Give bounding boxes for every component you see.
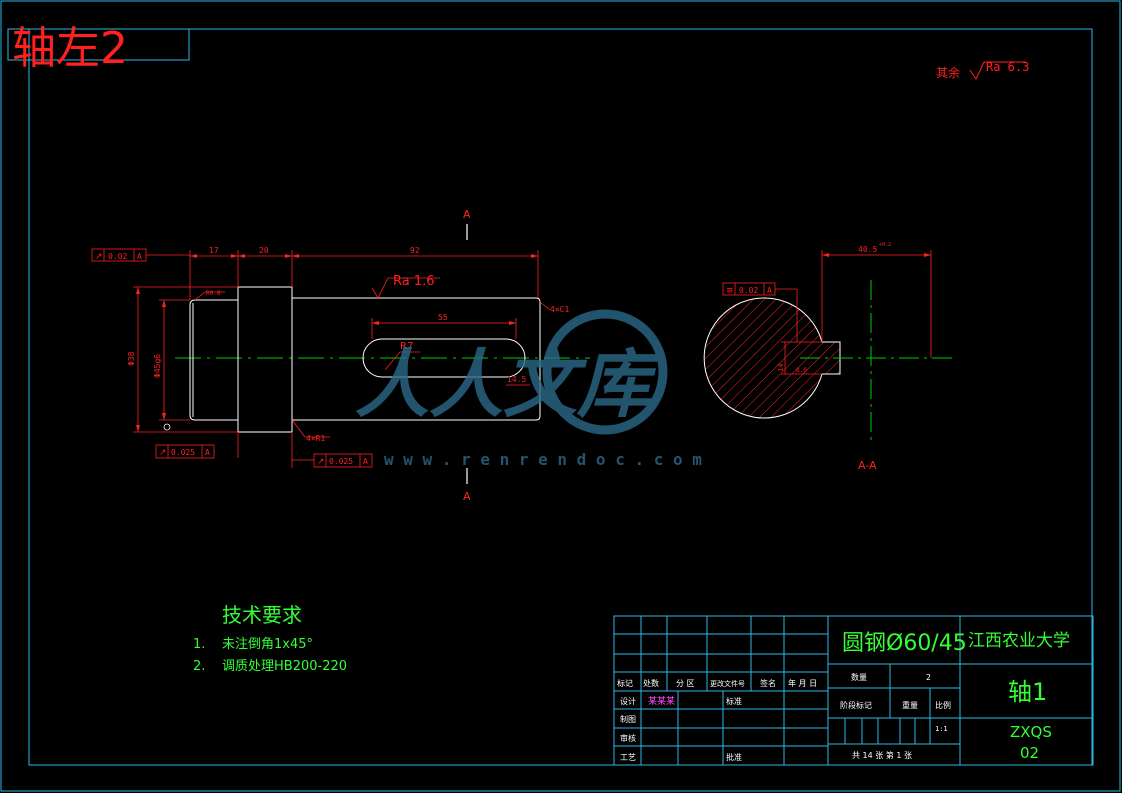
watermark: 人人文库 w w w . r e n r e n d o c . c o m — [355, 309, 702, 469]
tolerance-frame-3: ↗ 0.025 A — [292, 453, 373, 468]
tb-header-6: 年 月 日 — [788, 678, 817, 688]
section-dim-top-tol: +0.2 — [879, 242, 891, 248]
front-dimension-lines — [133, 250, 551, 468]
tb-header-4: 更改文件号 — [710, 679, 745, 688]
tb-header-5: 签名 — [760, 678, 776, 688]
watermark-logo-icon — [542, 309, 668, 435]
shaft-outline — [189, 286, 541, 433]
tb-approve-label: 批准 — [726, 752, 742, 762]
symmetry-icon: ≡ — [726, 286, 734, 296]
tb-qty-label: 数量 — [851, 672, 867, 682]
tb-university: 江西农业大学 — [968, 631, 1070, 651]
tb-header-3: 分 区 — [676, 679, 695, 688]
tb-drawing-no-2: 02 — [1020, 744, 1039, 762]
tech-requirements: 技术要求 1. 未注倒角1x45° 2. 调质处理HB200-220 — [193, 603, 347, 674]
runout-icon: ↗ — [95, 252, 103, 262]
watermark-url: w w w . r e n r e n d o c . c o m — [384, 450, 702, 469]
tb-sheets: 共 14 张 第 1 张 — [852, 750, 912, 760]
section-view: 40.5 +0.2 14 8.0 ≡ 0.02 A A-A — [703, 242, 955, 472]
note-fillet: 4×R1 — [306, 434, 325, 443]
note-r7: R7 — [400, 341, 413, 352]
symmetry-tolerance-frame: ≡ 0.02 A — [722, 282, 776, 296]
note-roughness: Ra 1.6 — [393, 274, 435, 289]
datum-target-icon — [163, 423, 171, 431]
tech-item-num-2: 2. — [193, 659, 205, 674]
svg-text:0.025: 0.025 — [171, 448, 195, 457]
tb-header-1: 标记 — [617, 678, 633, 688]
section-hatched-area — [703, 297, 841, 419]
tb-process-label: 工艺 — [620, 753, 636, 762]
tb-scale-value: 1:1 — [935, 725, 948, 733]
dim-diameter-45: Φ45g6 — [153, 354, 162, 378]
note-chamfer: 4×C1 — [550, 305, 569, 314]
tb-scale-label: 比例 — [935, 700, 951, 710]
tb-review-label: 审核 — [620, 733, 636, 743]
section-key-width: 14 — [777, 364, 785, 372]
sheet-inner-frame — [28, 28, 1093, 766]
tb-drawing-no-1: ZXQS — [1010, 723, 1052, 741]
dim-key-offset: 14.5 — [507, 375, 526, 384]
watermark-text: 人人文库 — [355, 342, 663, 428]
tb-qty-value: 2 — [926, 673, 931, 682]
dim-55: 55 — [438, 313, 448, 322]
svg-text:A: A — [363, 457, 368, 466]
tech-item-num-1: 1. — [193, 637, 205, 652]
dimension-arrows — [136, 254, 538, 432]
tb-weight-label: 重量 — [902, 700, 918, 710]
tb-stage-label: 阶段标记 — [840, 700, 872, 710]
svg-text:A: A — [137, 252, 142, 261]
tech-item-text-2: 调质处理HB200-220 — [222, 659, 347, 674]
roughness-symbol-icon — [969, 61, 1026, 81]
tb-designer: 某某某 — [648, 696, 675, 707]
dim-17: 17 — [209, 246, 219, 255]
tb-part-name: 轴1 — [1008, 678, 1047, 706]
note-small-radius: R0.8 — [206, 290, 221, 297]
tb-standard-label: 标准 — [726, 696, 742, 706]
runout-icon: ↗ — [317, 457, 325, 467]
runout-icon: ↗ — [159, 448, 167, 458]
tb-header-2: 处数 — [643, 678, 659, 688]
global-roughness-prefix: 其余 — [936, 65, 960, 80]
tech-item-text-1: 未注倒角1x45° — [222, 637, 313, 652]
tolerance-frame-1: ↗ 0.02 A — [91, 248, 190, 262]
svg-text:0.02: 0.02 — [108, 252, 127, 261]
tech-requirements-title: 技术要求 — [222, 603, 302, 627]
section-dim-top: 40.5 — [858, 245, 877, 254]
svg-text:A: A — [767, 286, 772, 295]
section-mark-top: A — [463, 208, 471, 221]
section-key-depth: 8.0 — [796, 367, 807, 374]
corner-label-box — [7, 28, 190, 61]
title-block: 标记 处数 分 区 更改文件号 签名 年 月 日 设计 某某某 标准 制图 审核… — [613, 615, 1094, 766]
tb-drawing-label: 制图 — [620, 714, 636, 724]
section-mark-bottom: A — [463, 490, 471, 503]
svg-text:0.02: 0.02 — [739, 286, 758, 295]
dim-diameter: Φ38 — [127, 351, 136, 366]
corner-label: 轴左2 — [12, 23, 128, 74]
tolerance-frame-2: ↗ 0.025 A — [155, 444, 215, 459]
svg-text:A: A — [205, 448, 210, 457]
section-label: A-A — [858, 459, 877, 472]
global-roughness-value: Ra 6.3 — [986, 60, 1029, 74]
svg-text:0.025: 0.025 — [329, 457, 353, 466]
front-view: A A — [91, 208, 590, 503]
dim-92: 92 — [410, 246, 420, 255]
tb-design-label: 设计 — [620, 696, 636, 706]
dim-20: 20 — [259, 246, 269, 255]
tb-material: 圆钢Ø60/45 — [842, 631, 967, 656]
section-dimension-lines — [775, 250, 932, 375]
